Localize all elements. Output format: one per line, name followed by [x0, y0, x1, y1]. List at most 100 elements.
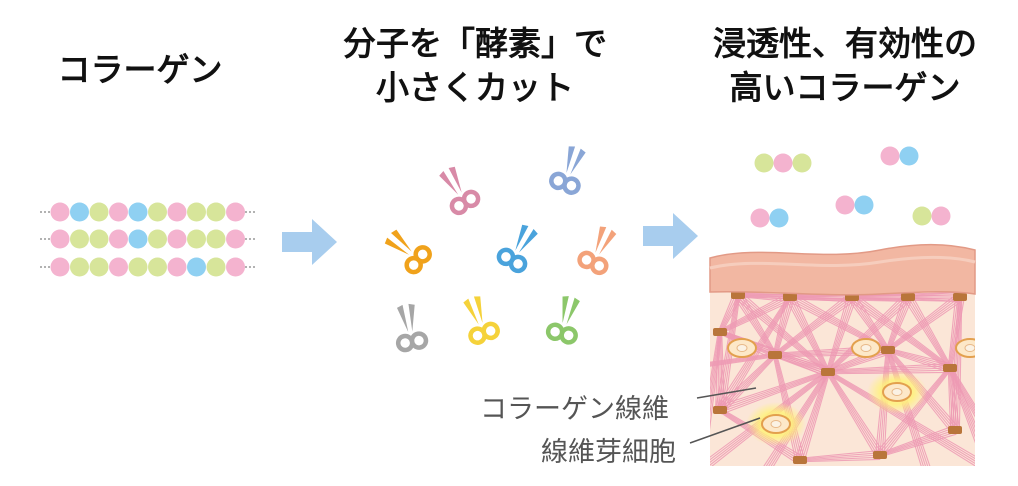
- collagen-molecule: [187, 202, 206, 222]
- collagen-fragment: [912, 206, 951, 226]
- collagen-molecule: [912, 206, 932, 226]
- label-fibroblast: 線維芽細胞: [541, 437, 676, 468]
- collagen-fiber: [718, 369, 829, 415]
- collagen-molecule: [109, 202, 128, 222]
- label-collagen-fiber: コラーゲン線維: [480, 394, 669, 425]
- collagen-fiber: [825, 295, 857, 373]
- collagen-molecule: [167, 257, 187, 277]
- collagen-fiber: [903, 294, 952, 370]
- fibroblast-cell: [851, 338, 881, 358]
- fiber-node: [948, 426, 962, 434]
- collagen-molecule: [226, 202, 245, 222]
- title-high-permeability: 浸透性、有効性の 高いコラーゲン: [680, 22, 1010, 110]
- collagen-chains: [40, 202, 255, 277]
- collagen-fiber: [826, 370, 885, 458]
- fiber-node: [943, 364, 957, 372]
- collagen-molecule: [769, 208, 789, 228]
- fiber-node: [713, 406, 727, 414]
- collagen-fiber: [773, 293, 855, 357]
- scissors-icon: [395, 303, 429, 353]
- collagen-molecule: [206, 229, 226, 249]
- collagen-fragment: [835, 195, 874, 215]
- scissors-group: [384, 146, 617, 353]
- collagen-fragment: [880, 146, 919, 166]
- collagen-molecule: [128, 229, 148, 249]
- scissors-icon: [549, 146, 586, 195]
- collagen-fiber: [907, 292, 961, 302]
- scissors-icon: [496, 224, 538, 274]
- scissors-icon: [439, 166, 481, 216]
- collagen-molecule: [754, 153, 774, 173]
- skin-cross-section: [709, 243, 976, 466]
- collagen-fiber: [947, 367, 975, 466]
- collagen-molecule: [206, 257, 226, 277]
- fiber-node: [731, 291, 745, 299]
- collagen-molecule: [109, 229, 128, 249]
- collagen-molecule: [70, 229, 89, 249]
- collagen-molecule: [128, 257, 148, 277]
- collagen-molecule: [148, 257, 167, 277]
- collagen-molecule: [70, 202, 89, 222]
- title-high-permeability-line2: 高いコラーゲン: [729, 68, 961, 107]
- collagen-molecule: [89, 257, 109, 277]
- collagen-molecule: [70, 257, 89, 277]
- collagen-molecule: [167, 229, 187, 249]
- fiber-node: [783, 293, 797, 301]
- collagen-molecule: [931, 206, 951, 226]
- collagen-molecule: [226, 229, 245, 249]
- fibroblast-cell: [955, 338, 975, 358]
- collagen-fragment: [750, 208, 789, 228]
- collagen-molecule: [187, 257, 206, 277]
- collagen-fiber: [710, 331, 723, 466]
- skin-surface: [709, 243, 976, 296]
- fibroblast-leader-line: [689, 417, 761, 444]
- collagen-molecule: [89, 202, 109, 222]
- collagen-molecule: [50, 229, 70, 249]
- title-high-permeability-line1: 浸透性、有効性の: [713, 24, 977, 63]
- collagen-molecule: [167, 202, 187, 222]
- title-collagen-text: コラーゲン: [57, 50, 223, 89]
- collagen-fiber: [799, 450, 881, 463]
- collagen-fiber: [785, 294, 831, 374]
- title-collagen: コラーゲン: [10, 48, 270, 92]
- title-enzyme-cut-line2: 小さくカット: [376, 68, 574, 107]
- collagen-molecule: [109, 257, 128, 277]
- title-enzyme-cut-line1: 分子を「酵素」で: [343, 24, 607, 63]
- collagen-fiber: [734, 291, 830, 374]
- fiber-node: [821, 368, 835, 376]
- collagen-chain: [40, 229, 255, 249]
- collagen-molecule: [880, 146, 900, 166]
- fiber-node: [953, 293, 967, 301]
- collagen-molecule: [148, 229, 167, 249]
- collagen-fiber: [950, 296, 963, 431]
- collagen-fragment: [754, 153, 812, 173]
- collagen-fiber: [849, 292, 952, 370]
- collagen-molecule: [226, 257, 245, 277]
- fiber-node: [713, 328, 727, 336]
- scissors-icon: [577, 226, 617, 276]
- collagen-molecule: [50, 257, 70, 277]
- fibroblast-cell: [746, 402, 806, 446]
- collagen-fiber: [826, 293, 912, 374]
- collagen-chain: [40, 202, 255, 222]
- collagen-chain: [40, 257, 255, 277]
- fiber-node: [873, 451, 887, 459]
- fibroblast-cell: [867, 370, 927, 414]
- collagen-fiber: [826, 370, 975, 466]
- arrow-icon: [643, 213, 698, 259]
- collagen-molecule: [128, 202, 148, 222]
- collagen-fiber-network: [710, 291, 975, 466]
- fibroblast-cell: [727, 338, 757, 358]
- fiber-node: [881, 346, 895, 354]
- collagen-molecule: [50, 202, 70, 222]
- collagen-molecule: [89, 229, 109, 249]
- scissors-icon: [545, 296, 580, 345]
- fiber-leader-line: [696, 387, 757, 399]
- collagen-fiber: [885, 295, 913, 351]
- collagen-molecule: [750, 208, 770, 228]
- title-enzyme-cut: 分子を「酵素」で 小さくカット: [310, 22, 640, 110]
- scissors-icon: [463, 296, 500, 345]
- fiber-node: [901, 293, 915, 301]
- collagen-molecule: [187, 229, 206, 249]
